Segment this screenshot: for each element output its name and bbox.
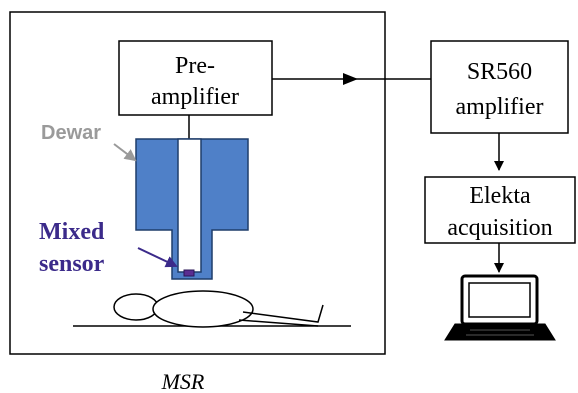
msr-box <box>9 11 386 355</box>
laptop-icon <box>444 274 556 341</box>
preamplifier-box: Pre- amplifier <box>118 40 273 116</box>
dewar-label: Dewar <box>41 122 101 144</box>
preamplifier-label-line1: Pre- <box>175 53 215 79</box>
sr560-label-line1: SR560 <box>467 59 532 85</box>
elekta-label-line1: Elekta <box>469 183 531 209</box>
msr-caption: MSR <box>161 369 205 393</box>
dewar-inner-tube <box>177 138 202 273</box>
sr560-amplifier-box: SR560 amplifier <box>430 40 569 134</box>
preamp-to-sr560-arrowhead <box>343 73 358 85</box>
lying-person-icon <box>73 290 351 328</box>
elekta-label-line2: acquisition <box>447 215 552 241</box>
mixed-sensor-pointer-arrow <box>137 247 178 268</box>
mixed-sensor-label-line1: Mixed <box>39 219 105 245</box>
preamplifier-label-line2: amplifier <box>151 84 239 110</box>
dewar-pointer-arrow <box>113 143 137 162</box>
elekta-acquisition-box: Elekta acquisition <box>424 176 576 244</box>
sr560-label-line2: amplifier <box>456 94 544 120</box>
mixed-sensor-chip <box>183 269 195 277</box>
mixed-sensor-label-line2: sensor <box>39 251 105 277</box>
